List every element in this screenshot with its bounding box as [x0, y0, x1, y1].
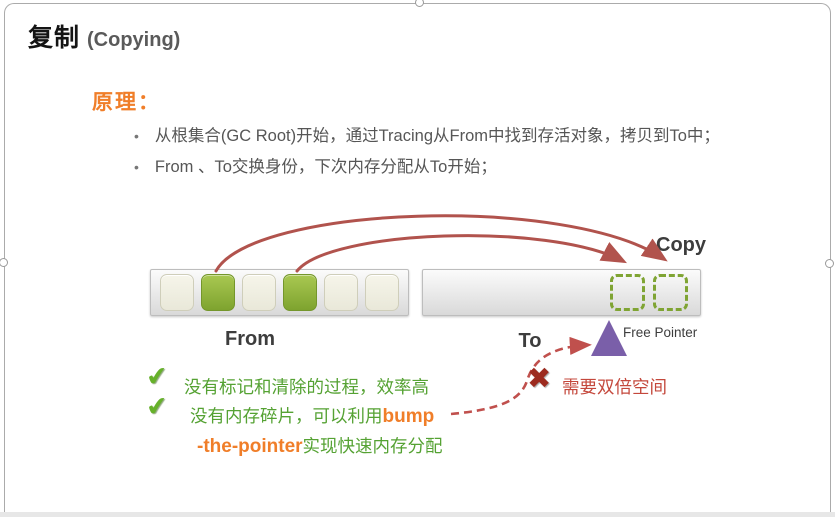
pro-item-1: 没有标记和清除的过程，效率高: [184, 377, 429, 397]
title-english: (Copying): [87, 29, 181, 51]
resize-handle-left: [0, 258, 8, 267]
resize-handle-top: [415, 0, 424, 7]
free-pointer-label: Free Pointer: [623, 325, 698, 340]
x-mark-icon: ✖: [527, 363, 552, 395]
bottom-edge-strip: [0, 512, 835, 517]
check-icon: ✔: [144, 359, 170, 393]
bullet-item-1: 从根集合(GC Root)开始，通过Tracing从From中找到存活对象，拷贝…: [134, 122, 720, 146]
the-pointer-keyword: -the-pointer: [197, 436, 303, 457]
copied-object-slot: [610, 274, 645, 311]
pro-item-2-green-text-2: 实现快速内存分配: [302, 436, 443, 456]
to-region-label: To: [518, 330, 542, 352]
resize-handle-right: [825, 259, 834, 268]
con-item-double-space: 需要双倍空间: [562, 377, 667, 397]
live-object-cell: [201, 274, 235, 311]
copy-annotation-label: Copy: [656, 234, 706, 256]
bump-keyword: bump: [382, 406, 435, 427]
section-heading-principle: 原理：: [92, 91, 161, 114]
pro-item-2-line-1: 没有内存碎片，可以利用bump: [190, 403, 434, 428]
pro-item-2-green-text: 没有内存碎片，可以利用: [190, 406, 383, 426]
live-object-cell: [283, 274, 317, 311]
pro-item-2-line-2: -the-pointer实现快速内存分配: [197, 433, 443, 458]
empty-cell: [242, 274, 276, 311]
to-memory-bar: [422, 269, 701, 316]
bullet-item-2: From 、To交换身份，下次内存分配从To开始；: [134, 153, 497, 177]
empty-cell: [365, 274, 399, 311]
check-icon: ✔: [144, 389, 170, 423]
empty-cell: [324, 274, 358, 311]
from-memory-bar: [150, 269, 409, 316]
page-title: 复制 (Copying): [28, 18, 180, 54]
empty-cell: [160, 274, 194, 311]
from-region-label: From: [225, 328, 275, 350]
title-chinese: 复制: [28, 24, 81, 52]
copied-object-slot: [653, 274, 688, 311]
